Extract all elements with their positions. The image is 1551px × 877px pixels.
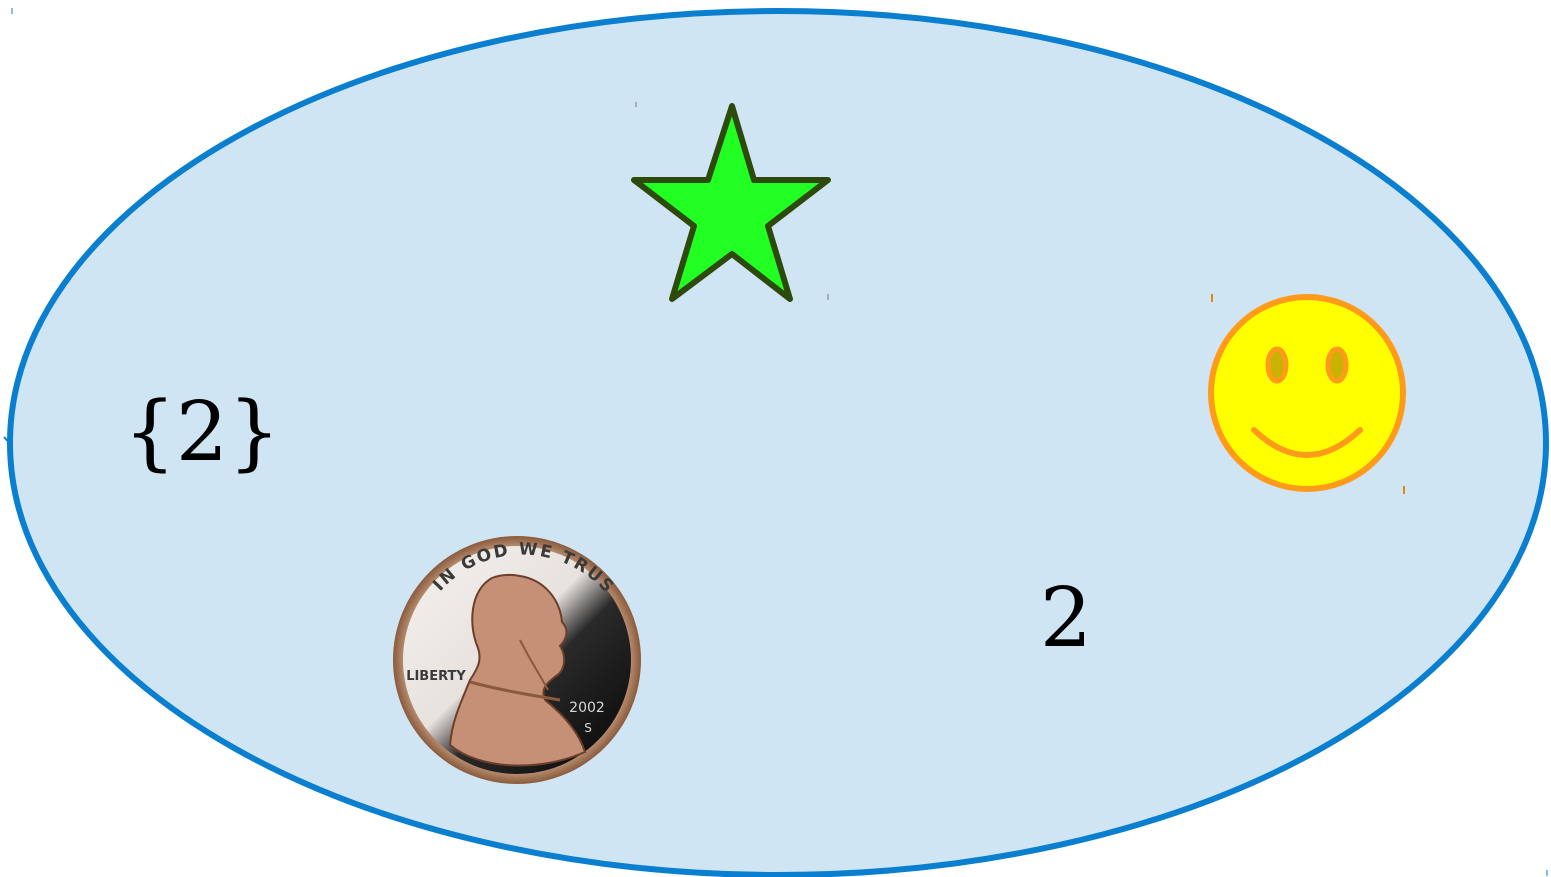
smiley-face-icon	[1211, 297, 1403, 489]
set-element-number-two: 2	[1040, 571, 1092, 666]
penny-liberty: LIBERTY	[406, 669, 466, 684]
set-element-smiley	[1211, 294, 1404, 494]
penny-year: 2002	[569, 700, 605, 716]
penny-mint-mark: S	[584, 721, 592, 735]
set-element-set-of-two: {2}	[124, 385, 281, 480]
